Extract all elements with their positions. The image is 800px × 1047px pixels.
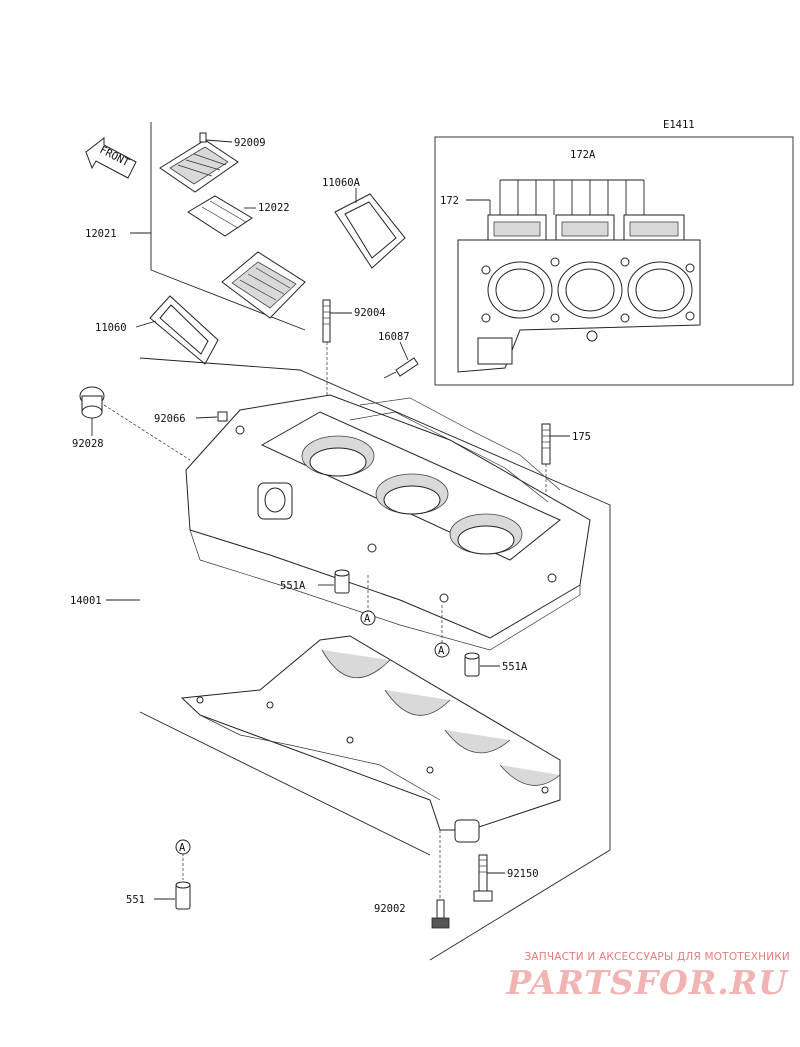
- part-label-175: 175: [572, 431, 591, 443]
- reed-valve-group-bracket: [130, 122, 306, 331]
- watermark-logo: PARTSFOR.RU: [506, 963, 788, 1002]
- figure-id-label: E1411: [663, 119, 695, 131]
- part-label-92004: 92004: [354, 307, 386, 319]
- dowel-551: [175, 881, 191, 910]
- upper-crankcase: [185, 394, 591, 651]
- dowel-551A-left: [334, 569, 350, 594]
- sensor-16087: [383, 357, 419, 379]
- svg-text:A: A: [179, 842, 186, 854]
- part-label-16087: 16087: [378, 331, 410, 343]
- part-label-12021: 12021: [85, 228, 117, 240]
- part-label-12022: 12022: [258, 202, 290, 214]
- inset-detail-box: 172A 172: [434, 136, 794, 386]
- part-label-92028: 92028: [72, 438, 104, 450]
- bolt-92150: [473, 854, 493, 902]
- svg-text:A: A: [438, 645, 445, 657]
- part-label-551A-left: 551A: [280, 580, 306, 592]
- part-label-92150: 92150: [507, 868, 539, 880]
- ref-marker-a-1: A: [360, 575, 376, 626]
- part-label-11060A: 11060A: [322, 177, 361, 189]
- part-label-92066: 92066: [154, 413, 186, 425]
- reed-valve-body: [221, 251, 306, 319]
- gasket-11060: [149, 295, 219, 365]
- bolt-92002: [431, 899, 450, 929]
- part-label-11060: 11060: [95, 322, 127, 334]
- watermark-caption: ЗАПЧАСТИ И АКСЕССУАРЫ ДЛЯ МОТОТЕХНИКИ: [524, 951, 790, 963]
- part-label-14001: 14001: [70, 595, 102, 607]
- part-label-172A: 172A: [570, 149, 596, 161]
- part-label-551A-right: 551A: [502, 661, 528, 673]
- part-label-92009: 92009: [234, 137, 266, 149]
- stud-92004: [322, 299, 331, 343]
- lower-crankcase: [180, 635, 561, 900]
- pin-92066: [217, 411, 228, 422]
- part-label-551: 551: [126, 894, 145, 906]
- part-label-172: 172: [440, 195, 459, 207]
- stud-175: [541, 423, 551, 465]
- svg-text:A: A: [364, 613, 371, 625]
- ref-marker-a-3: A: [175, 839, 191, 880]
- gasket-11060A: [334, 193, 406, 269]
- reed-valve-top: [159, 132, 239, 193]
- front-arrow-icon: FRONT: [85, 136, 137, 179]
- ref-marker-a-2: A: [434, 605, 450, 658]
- plug-92028: [79, 386, 105, 419]
- part-label-92002: 92002: [374, 903, 406, 915]
- crankcase-assembly-frame: [139, 357, 611, 961]
- dowel-551A-right: [464, 652, 480, 677]
- reed-petals: [187, 195, 253, 237]
